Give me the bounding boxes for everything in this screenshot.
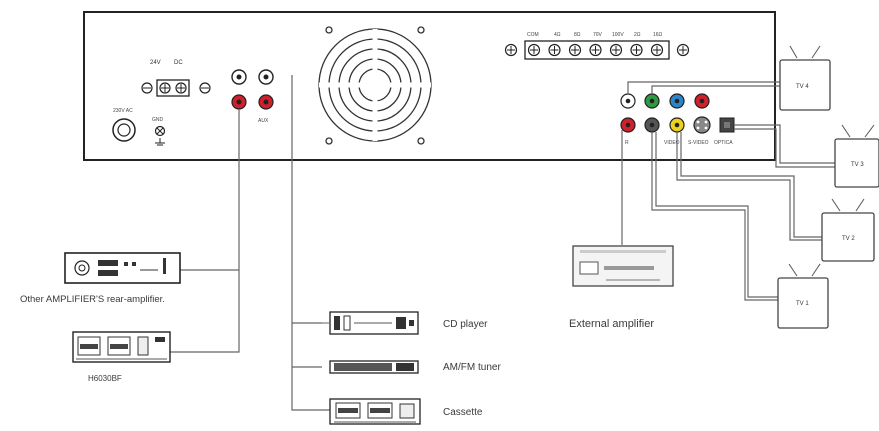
terminal-label-70v: 70V (593, 32, 603, 38)
cassette-label: Cassette (443, 407, 483, 418)
external-amplifier-label: External amplifier (569, 318, 654, 330)
tv-2: TV 2 (821, 198, 875, 262)
video-label-video: VIDEO (664, 140, 680, 146)
ac-label: 230V AC (113, 108, 133, 114)
tv-1: TV 1 (777, 263, 829, 329)
h-unit-label: H6030BF (88, 374, 122, 383)
tv-3-label: TV 3 (851, 162, 864, 168)
cd-player-label: CD player (443, 319, 488, 330)
video-label-r: R (625, 140, 629, 146)
terminal-label-100v: 100V (612, 32, 624, 38)
aux-label: AUX (258, 118, 269, 124)
other-amplifier: Other AMPLIFIER'S rear-amplifier. (20, 252, 181, 305)
dc-label-dc: DC (174, 60, 183, 66)
gnd-label: GND (152, 117, 164, 123)
tv-4: TV 4 (779, 45, 831, 111)
video-label-optica: OPTICA (714, 140, 733, 146)
tv-3: TV 3 (834, 124, 879, 188)
connection-wires (170, 75, 840, 411)
video-label-svideo: S-VIDEO (688, 140, 709, 146)
ground-screw: GND (152, 117, 166, 146)
terminal-label-4: 4Ω (554, 32, 561, 38)
h-unit: H6030BF (72, 331, 171, 383)
am-fm-tuner-label: AM/FM tuner (443, 362, 501, 373)
terminal-label-8: 8Ω (574, 32, 581, 38)
dc-terminal-block: 24V DC (141, 60, 211, 97)
terminal-label-2: 2Ω (634, 32, 641, 38)
am-fm-tuner: AM/FM tuner (329, 360, 501, 374)
tv-1-label: TV 1 (796, 301, 809, 307)
dc-label-24v: 24V (150, 60, 161, 66)
external-amplifier: External amplifier (569, 245, 674, 330)
terminal-label-com: COM (527, 32, 539, 38)
ac-power-inlet: 230V AC (112, 108, 136, 142)
other-amplifier-label: Other AMPLIFIER'S rear-amplifier. (20, 294, 165, 305)
fan-grille (318, 26, 432, 145)
aux-rca-jacks: AUX (231, 69, 274, 124)
tv-4-label: TV 4 (796, 84, 809, 90)
cd-player: CD player (322, 311, 488, 335)
terminal-label-16: 16Ω (653, 32, 663, 38)
tv-2-label: TV 2 (842, 236, 855, 242)
speaker-terminal-strip: COM 4Ω 8Ω 70V 100V 2Ω 16Ω (504, 32, 690, 60)
cassette-deck: Cassette (329, 398, 483, 425)
